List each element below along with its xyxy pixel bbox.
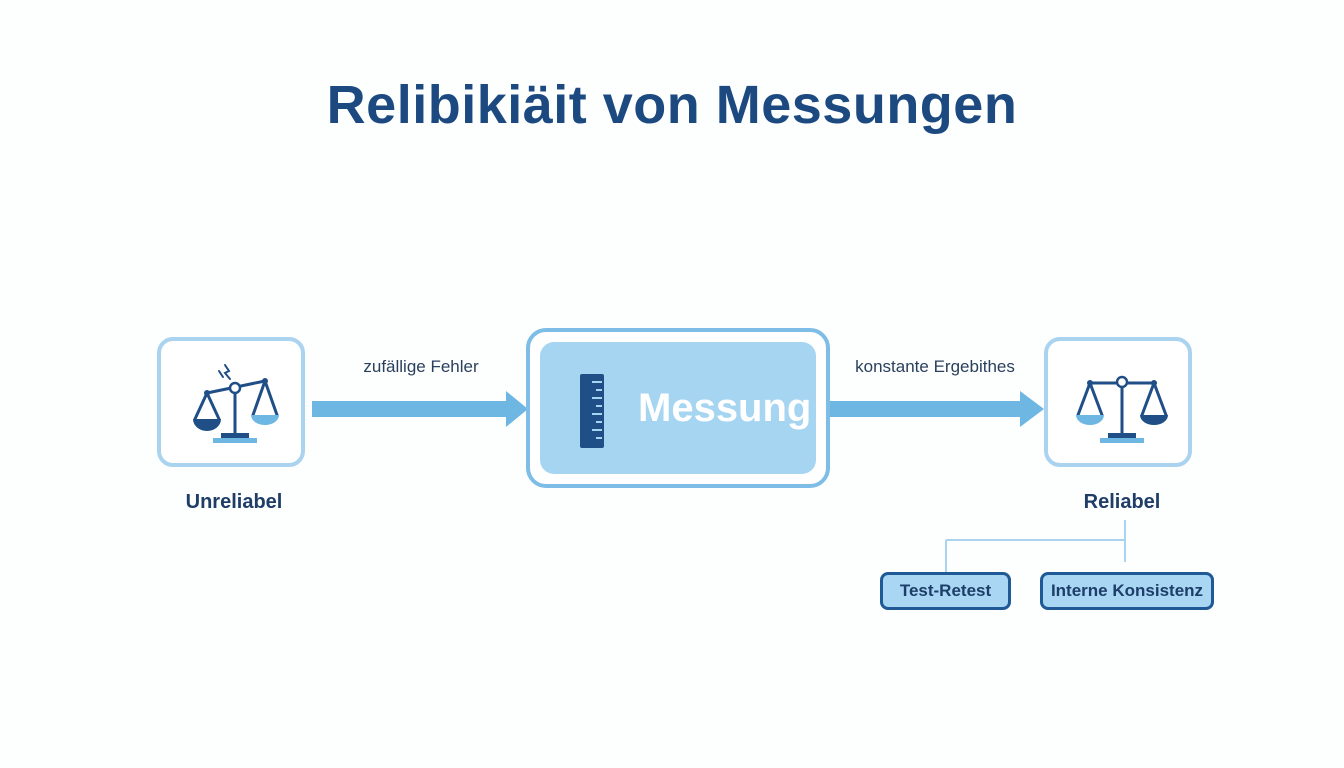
unbalanced-scale-icon — [193, 364, 279, 443]
reliable-label: Reliabel — [1083, 491, 1161, 513]
measurement-label: Messung — [638, 386, 812, 430]
arrow-center-to-right — [830, 391, 1044, 427]
unreliable-label: Unreliabel — [185, 491, 283, 513]
unreliable-node — [157, 337, 305, 467]
diagram-title: Relibikiäit von Messungen — [326, 75, 1018, 135]
balanced-scale-icon — [1076, 375, 1168, 443]
ruler-icon — [580, 374, 604, 448]
test-retest-box: Test-Retest — [880, 572, 1011, 610]
edge-label-constant-results: konstante Ergebithes — [855, 357, 1015, 376]
reliable-node — [1044, 337, 1192, 467]
measurement-node: Messung — [526, 328, 830, 488]
internal-consistency-box: Interne Konsistenz — [1040, 572, 1214, 610]
arrow-left-to-center — [312, 391, 528, 427]
edge-label-random-errors: zufällige Fehler — [363, 357, 479, 376]
tree-connector — [945, 520, 1126, 572]
measurement-node-fill: Messung — [540, 342, 816, 474]
